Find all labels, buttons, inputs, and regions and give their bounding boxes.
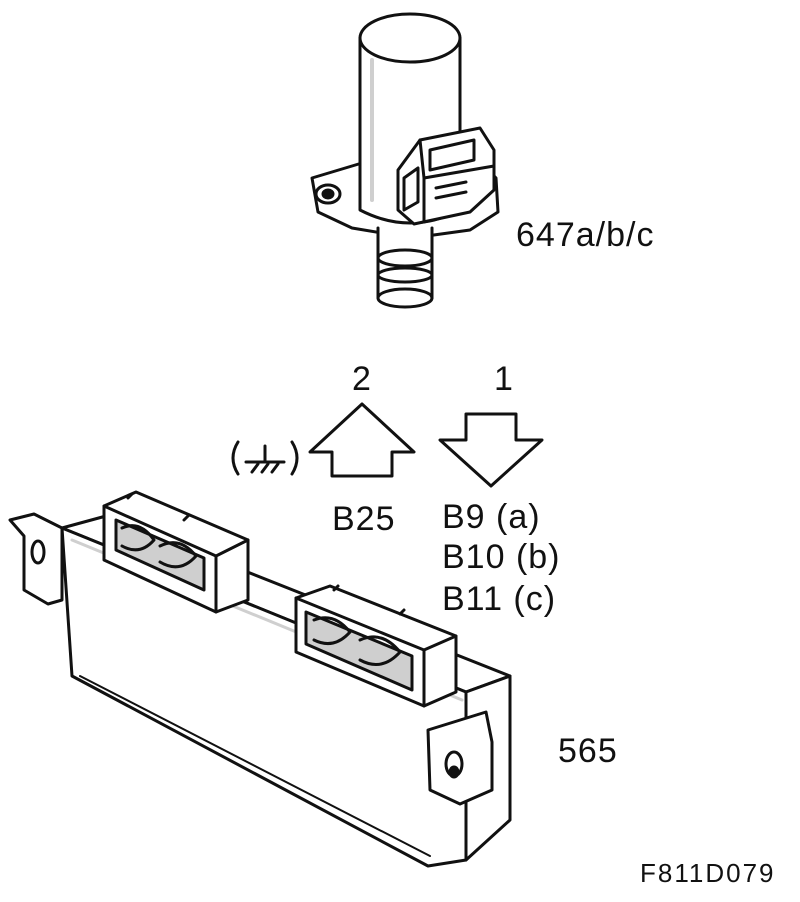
arrow-up-pin-2 [308, 402, 416, 478]
ground-symbol [226, 436, 306, 480]
ground-symbol-icon [231, 440, 299, 476]
sensor-647-drawing [310, 12, 500, 309]
pin-2-label: 2 [352, 360, 372, 398]
pin-1-terminal-a-label: B9 (a) [442, 498, 541, 536]
control-module-565-drawing [8, 490, 512, 868]
pin-1-terminal-c-label: B11 (c) [442, 580, 557, 618]
module-connector-2 [294, 584, 458, 708]
pin-2-terminal-label: B25 [332, 500, 396, 538]
pin-1-label: 1 [494, 360, 514, 398]
pin-1-terminal-b-label: B10 (b) [442, 538, 561, 576]
figure-id-label: F811D079 [640, 858, 776, 888]
sensor-part-label: 647a/b/c [516, 216, 655, 254]
module-part-label: 565 [558, 732, 618, 770]
module-connector-1 [102, 490, 250, 614]
arrow-down-pin-1 [438, 412, 544, 488]
sensor-cylinder-top [358, 12, 462, 64]
